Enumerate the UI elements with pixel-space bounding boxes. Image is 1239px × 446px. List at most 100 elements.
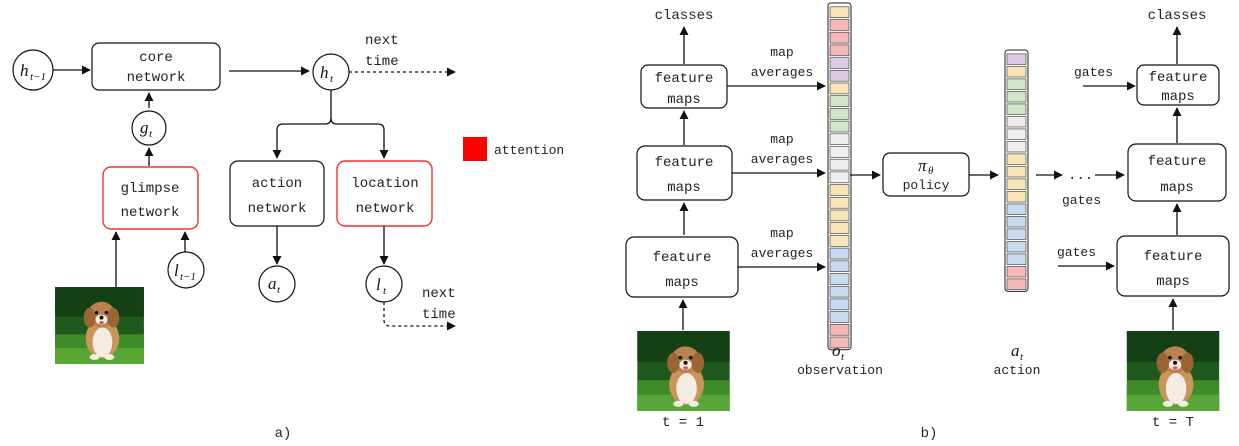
h-prev-node: h t−1 [12,49,54,91]
observation-cell [829,133,850,146]
core-network-box: core network [91,42,221,91]
caption-b: b) [921,426,938,442]
action-cell [1006,178,1027,190]
svg-text:t−1: t−1 [180,271,196,283]
arrow-next-time-2 [383,302,456,331]
observation-cell [829,260,850,272]
svg-text:a: a [268,274,277,293]
action-cell [1006,191,1027,203]
svg-text:maps: maps [1160,180,1194,196]
action-cell [1006,216,1027,228]
panel-a: h t−1 core network h t next time g t [12,33,564,442]
observation-cell [829,31,850,44]
observation-cell [829,184,850,196]
observation-cell [829,235,850,247]
svg-text:h: h [320,63,329,82]
action-cell [1006,116,1027,128]
observation-cell [829,323,850,336]
action-cell [1006,278,1027,290]
svg-text:averages: averages [751,65,813,80]
observation-cell [829,197,850,209]
action-cell [1006,228,1027,240]
observation-cell [829,108,850,120]
svg-text:action: action [252,176,302,192]
t-first-label: t = 1 [662,415,704,431]
observation-cell [829,158,850,171]
svg-text:feature: feature [1149,70,1208,86]
svg-text:glimpse: glimpse [121,181,180,197]
svg-text:t: t [149,128,153,140]
arrow-ht-action [272,90,332,159]
h-t-node: h t [312,53,350,91]
svg-text:maps: maps [1161,89,1195,105]
observation-cell [829,209,850,222]
observation-cell [829,285,850,298]
svg-text:feature: feature [1148,154,1207,170]
dog-image-b-left [637,331,730,411]
t-last-label: t = T [1152,415,1194,431]
svg-text:t: t [383,285,387,297]
svg-text:feature: feature [655,71,714,87]
observation-label: observation [797,363,883,378]
svg-text:h: h [20,61,29,80]
svg-text:t: t [1020,351,1024,363]
action-cell [1006,241,1027,253]
svg-text:location: location [351,176,418,192]
observation-cell [829,57,850,69]
action-cell [1006,203,1027,215]
dog-image-a [55,287,144,364]
next-time-label-1b: time [365,54,399,70]
svg-text:π: π [918,156,927,175]
svg-text:θ: θ [928,165,934,177]
svg-text:attention: attention [494,143,564,158]
map-averages-top: map [770,45,793,60]
observation-cell [829,6,850,18]
classes-left: classes [655,8,714,24]
o-t-symbol: o [832,341,841,360]
svg-text:feature: feature [1144,249,1203,265]
policy-box: π θ policy [882,152,970,197]
feature-maps-left-mid: feature maps [636,145,733,201]
g-t-node: g t [131,110,167,146]
svg-text:network: network [356,201,415,217]
action-network-box: action network [229,160,325,227]
action-cell [1006,66,1027,78]
panel-b: classes feature maps feature maps featur… [625,2,1230,442]
caption-a: a) [275,426,292,442]
svg-text:feature: feature [655,155,714,171]
svg-text:t: t [277,284,281,296]
observation-cell [829,70,850,82]
action-cell [1006,253,1027,265]
svg-text:l: l [376,275,381,294]
l-t-node: l t [365,265,403,303]
feature-maps-left-bottom: feature maps [625,236,739,298]
attention-swatch [463,137,487,161]
svg-text:maps: maps [1156,274,1190,290]
action-cell [1006,91,1027,103]
observation-vector [827,2,852,351]
gates-mid-label: gates [1062,193,1101,208]
svg-text:network: network [248,201,307,217]
feature-maps-left-top: feature maps [640,64,728,109]
svg-text:maps: maps [667,180,701,196]
gates-top-label: gates [1074,65,1113,80]
observation-cell [829,247,850,260]
location-network-box: location network [336,160,433,227]
action-cell [1006,78,1027,90]
attention-legend: attention [463,137,564,161]
a-t-symbol: a [1011,341,1020,360]
observation-cell [829,146,850,158]
gates-bot-label: gates [1057,245,1096,260]
next-time-label-2: next [422,286,456,302]
action-cell [1006,103,1027,115]
svg-text:g: g [140,118,149,137]
map-averages-bot: map [770,226,793,241]
glimpse-network-box: glimpse network [102,166,199,230]
action-cell [1006,128,1027,140]
ellipsis: ... [1068,168,1093,184]
next-time-label-1: next [365,33,399,49]
action-cell [1006,166,1027,178]
next-time-label-2b: time [422,307,456,323]
observation-cell [829,120,850,133]
observation-cell [829,298,850,311]
